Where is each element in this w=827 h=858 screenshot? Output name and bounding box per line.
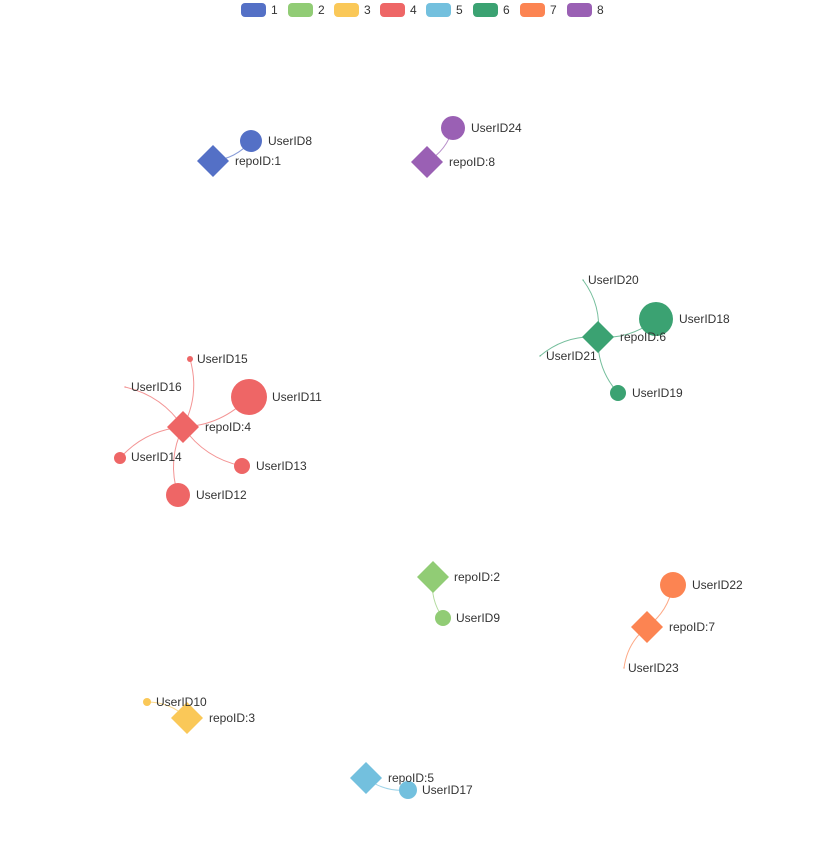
node-label-userid21: UserID21 [546, 349, 597, 363]
node-userid13[interactable] [234, 458, 250, 474]
node-userid10[interactable] [143, 698, 151, 706]
node-label-repoid-5: repoID:5 [388, 771, 434, 785]
legend: 1 2 3 4 5 6 7 8 [241, 3, 604, 17]
legend-item-4[interactable]: 4 [380, 3, 417, 17]
node-label-userid19: UserID19 [632, 386, 683, 400]
node-userid23[interactable] [623, 667, 625, 669]
legend-item-3[interactable]: 3 [334, 3, 371, 17]
node-label-userid20: UserID20 [588, 273, 639, 287]
node-label-userid16: UserID16 [131, 380, 182, 394]
node-label-userid24: UserID24 [471, 121, 522, 135]
node-userid9[interactable] [435, 610, 451, 626]
node-repoid-4[interactable] [167, 411, 199, 443]
nodes-layer [114, 116, 686, 799]
legend-swatch [426, 3, 451, 17]
node-userid11[interactable] [231, 379, 267, 415]
legend-label: 6 [503, 3, 510, 17]
node-label-userid8: UserID8 [268, 134, 312, 148]
node-userid15[interactable] [187, 356, 193, 362]
legend-label: 1 [271, 3, 278, 17]
legend-item-6[interactable]: 6 [473, 3, 510, 17]
legend-item-2[interactable]: 2 [288, 3, 325, 17]
node-repoid-2[interactable] [417, 561, 449, 593]
node-repoid-5[interactable] [350, 762, 382, 794]
legend-swatch [567, 3, 592, 17]
node-userid17[interactable] [399, 781, 417, 799]
node-label-userid14: UserID14 [131, 450, 182, 464]
node-label-userid23: UserID23 [628, 661, 679, 675]
node-label-userid17: UserID17 [422, 783, 473, 797]
node-userid19[interactable] [610, 385, 626, 401]
node-userid22[interactable] [660, 572, 686, 598]
node-label-userid11: UserID11 [272, 390, 322, 404]
node-userid8[interactable] [240, 130, 262, 152]
node-label-userid13: UserID13 [256, 459, 307, 473]
node-label-userid15: UserID15 [197, 352, 248, 366]
node-label-userid22: UserID22 [692, 578, 743, 592]
node-label-userid18: UserID18 [679, 312, 730, 326]
legend-label: 5 [456, 3, 463, 17]
node-label-repoid-6: repoID:6 [620, 330, 666, 344]
node-userid12[interactable] [166, 483, 190, 507]
legend-item-1[interactable]: 1 [241, 3, 278, 17]
legend-label: 8 [597, 3, 604, 17]
node-label-repoid-2: repoID:2 [454, 570, 500, 584]
legend-label: 7 [550, 3, 557, 17]
node-userid20[interactable] [582, 279, 584, 281]
legend-item-7[interactable]: 7 [520, 3, 557, 17]
legend-label: 4 [410, 3, 417, 17]
node-repoid-1[interactable] [197, 145, 229, 177]
labels-layer: repoID:1UserID8repoID:8UserID24repoID:6U… [131, 121, 743, 797]
node-label-repoid-1: repoID:1 [235, 154, 281, 168]
node-userid14[interactable] [114, 452, 126, 464]
node-repoid-7[interactable] [631, 611, 663, 643]
legend-label: 2 [318, 3, 325, 17]
legend-label: 3 [364, 3, 371, 17]
legend-swatch [473, 3, 498, 17]
node-repoid-8[interactable] [411, 146, 443, 178]
node-userid16[interactable] [124, 386, 126, 388]
legend-item-8[interactable]: 8 [567, 3, 604, 17]
edges-layer [119, 127, 674, 791]
node-userid21[interactable] [539, 355, 541, 357]
node-label-repoid-7: repoID:7 [669, 620, 715, 634]
legend-swatch [520, 3, 545, 17]
legend-item-5[interactable]: 5 [426, 3, 463, 17]
node-userid24[interactable] [441, 116, 465, 140]
node-label-repoid-3: repoID:3 [209, 711, 255, 725]
node-repoid-3[interactable] [171, 702, 203, 734]
node-label-userid12: UserID12 [196, 488, 247, 502]
node-label-repoid-4: repoID:4 [205, 420, 251, 434]
legend-swatch [334, 3, 359, 17]
node-userid18[interactable] [639, 302, 673, 336]
node-label-repoid-8: repoID:8 [449, 155, 495, 169]
legend-swatch [241, 3, 266, 17]
node-repoid-6[interactable] [582, 321, 614, 353]
legend-swatch [380, 3, 405, 17]
legend-swatch [288, 3, 313, 17]
node-label-userid10: UserID10 [156, 695, 207, 709]
node-label-userid9: UserID9 [456, 611, 500, 625]
